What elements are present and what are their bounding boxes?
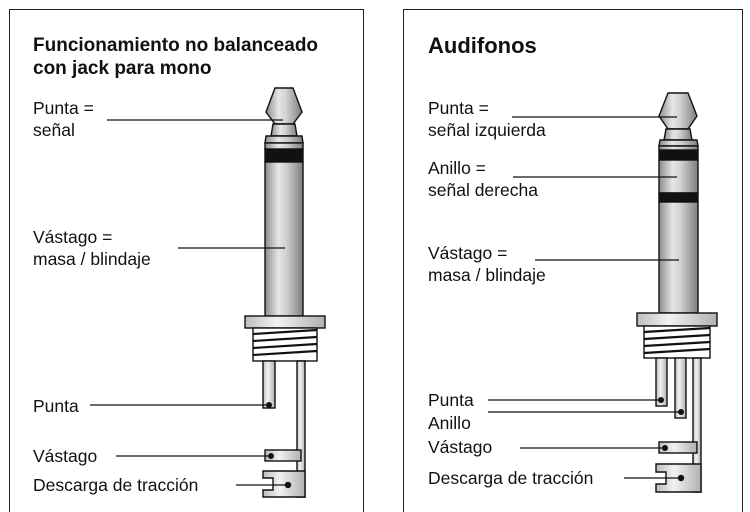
insulator-ring-2 [658, 192, 699, 203]
stereo-ring-label: Anillo = señal derecha [428, 157, 538, 201]
stereo-ring-label-line1: Anillo = [428, 158, 486, 178]
mono-tip-label: Punta = señal [33, 97, 94, 141]
handle-collar [244, 315, 326, 329]
stereo-tip-label-line2: señal izquierda [428, 120, 546, 140]
mono-leader-lines [90, 119, 285, 486]
sleeve-barrel [658, 201, 699, 314]
stereo-wire-tip-label: Punta [428, 390, 474, 410]
tip-contact [265, 87, 303, 125]
stereo-wire-ring-label: Anillo [428, 413, 471, 433]
mono-wire-sleeve-label: Vástago [33, 446, 98, 466]
tip-terminal [262, 360, 276, 409]
stereo-strain-relief-label: Descarga de tracción [428, 468, 594, 488]
mono-jack-plug [244, 87, 326, 498]
stereo-wire-sleeve-label: Vástago [428, 437, 493, 457]
mono-title-line1: Funcionamiento no balanceado [33, 35, 319, 56]
handle-collar [636, 312, 718, 327]
mono-sleeve-label: Vástago = masa / blindaje [33, 226, 151, 270]
insulator-ring [264, 148, 304, 163]
mono-wire-tip-label: Punta [33, 396, 79, 416]
mono-title-line2: con jack para mono [33, 58, 212, 79]
stereo-sleeve-label-line1: Vástago = [428, 243, 508, 263]
strain-relief-clamp [262, 470, 306, 498]
stereo-tip-label-line1: Punta = [428, 98, 489, 118]
mono-panel-title: Funcionamiento no balanceado con jack pa… [33, 34, 318, 80]
ring-terminal [674, 357, 687, 419]
stereo-sleeve-label: Vástago = masa / blindaje [428, 242, 546, 286]
mono-tip-label-line1: Punta = [33, 98, 94, 118]
stereo-jack-plug [636, 92, 718, 493]
headphone-panel-title: Audifonos [428, 33, 537, 58]
sleeve-barrel [264, 161, 304, 317]
tip-terminal [655, 357, 668, 407]
stereo-ring-label-line2: señal derecha [428, 180, 538, 200]
mono-sleeve-label-line2: masa / blindaje [33, 249, 151, 269]
stereo-sleeve-label-line2: masa / blindaje [428, 265, 546, 285]
mono-sleeve-label-line1: Vástago = [33, 227, 113, 247]
tip-neck [270, 123, 298, 137]
mono-tip-label-line2: señal [33, 120, 75, 140]
mono-strain-relief-label: Descarga de tracción [33, 475, 199, 495]
stereo-leader-lines [488, 116, 679, 479]
stereo-tip-label: Punta = señal izquierda [428, 97, 546, 141]
tip-contact [658, 92, 698, 130]
insulator-ring-1 [658, 149, 699, 161]
